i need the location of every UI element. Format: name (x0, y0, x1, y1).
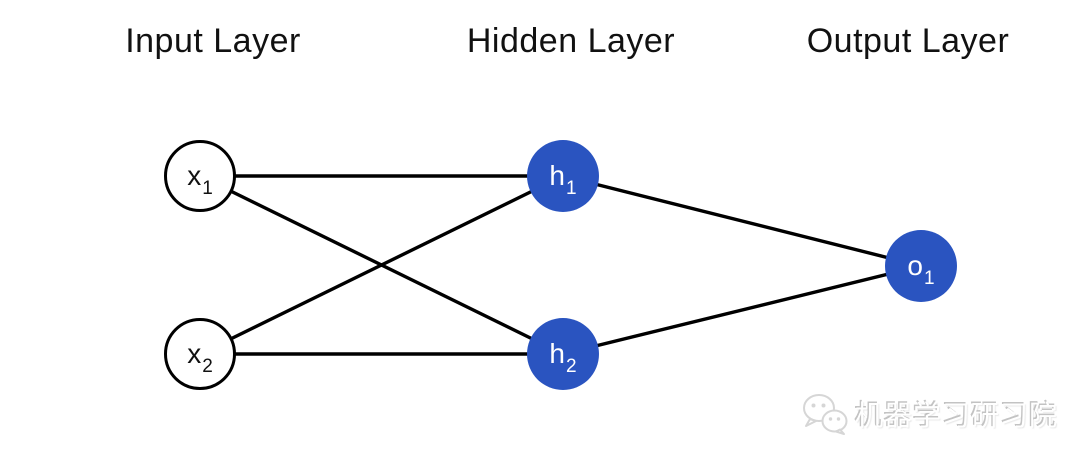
layer-title-hidden: Hidden Layer (466, 22, 676, 60)
node-h2-label: h2 (549, 338, 577, 377)
node-x2-label: x2 (187, 338, 213, 377)
node-h1-label: h1 (549, 160, 577, 199)
layer-title-input: Input Layer (125, 22, 301, 60)
wechat-icon (803, 394, 848, 435)
edge-h2-o1 (562, 264, 922, 356)
node-o1-label: o1 (907, 250, 935, 289)
node-x1: x1 (164, 140, 236, 212)
node-o1: o1 (885, 230, 957, 302)
edge-x2-h1 (199, 174, 564, 356)
node-x1-label: x1 (187, 160, 213, 199)
node-h2: h2 (527, 318, 599, 390)
layer-title-output: Output Layer (806, 22, 1010, 60)
edge-h1-o1 (562, 174, 922, 268)
node-x2: x2 (164, 318, 236, 390)
watermark-text: 机器学习研习院 (855, 400, 1059, 431)
watermark: 机器学习研习院 (800, 392, 1058, 436)
node-h1: h1 (527, 140, 599, 212)
